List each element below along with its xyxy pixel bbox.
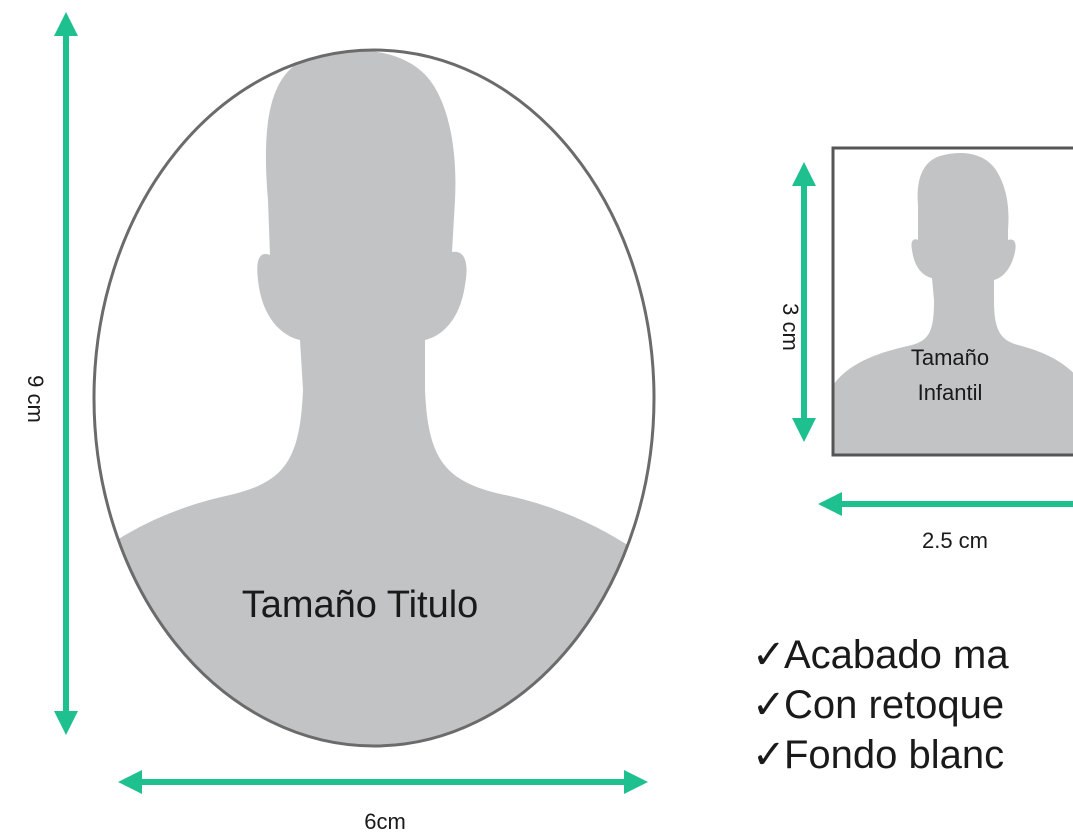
feature-text: Fondo blanc [784,733,1005,777]
small-width-arrow [818,492,1073,516]
feature-text: Acabado ma [784,633,1009,677]
large-width-label: 6cm [364,809,406,834]
check-icon: ✓ [752,633,786,677]
small-caption-line1: Tamaño [910,345,990,370]
small-height-arrow [792,162,816,442]
rect-frame [831,146,1073,457]
check-icon: ✓ [752,683,786,727]
oval-frame [92,48,656,748]
large-width-arrow [118,770,648,794]
feature-text: Con retoque [784,683,1005,727]
small-width-label: 2.5 cm [921,528,989,553]
small-caption-line2: Infantil [917,380,983,405]
feature-item: ✓Con retoque [752,680,1009,730]
small-silhouette [833,152,1073,455]
feature-list: ✓Acabado ma ✓Con retoque ✓Fondo blanc [752,630,1009,780]
check-icon: ✓ [752,733,786,777]
large-caption: Tamaño Titulo [241,584,479,626]
large-portrait [92,48,656,748]
large-height-label: 9 cm [23,375,48,423]
large-height-arrow [54,12,78,735]
small-height-label: 3 cm [778,303,803,351]
feature-item: ✓Fondo blanc [752,730,1009,780]
large-silhouette [94,50,654,746]
small-portrait [831,146,1073,457]
feature-item: ✓Acabado ma [752,630,1009,680]
